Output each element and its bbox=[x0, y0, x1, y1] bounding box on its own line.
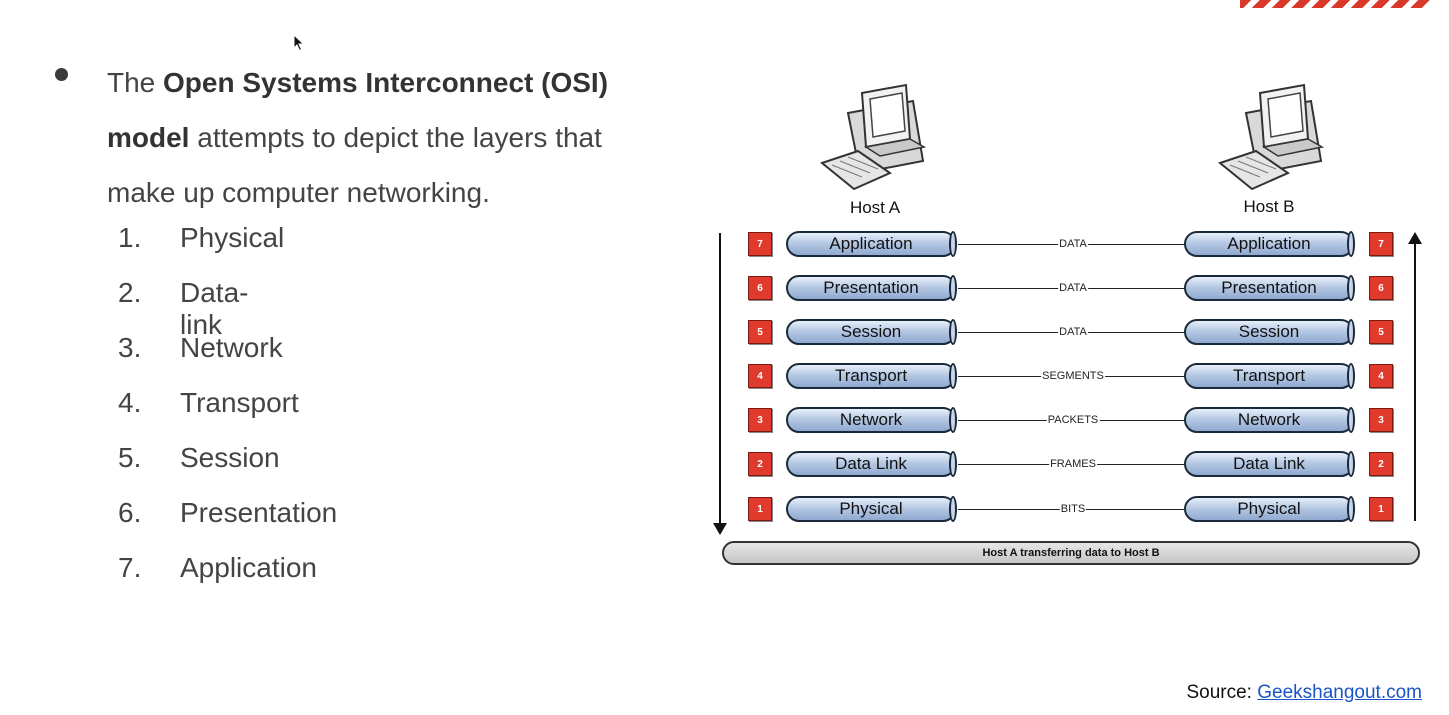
layer-badge-3-left: 3 bbox=[748, 408, 772, 432]
pdu-label: SEGMENTS bbox=[1041, 370, 1105, 382]
layer-badge-6-right: 6 bbox=[1369, 276, 1393, 300]
pdu-label: DATA bbox=[1058, 238, 1088, 250]
list-number: 2. bbox=[118, 277, 142, 308]
list-number: 7. bbox=[118, 552, 142, 583]
pdu-label: DATA bbox=[1058, 326, 1088, 338]
layer-badge-6-left: 6 bbox=[748, 276, 772, 300]
layer-badge-3-right: 3 bbox=[1369, 408, 1393, 432]
list-item-session: Session bbox=[180, 442, 280, 473]
layer-physical-host-b: Physical bbox=[1184, 496, 1355, 522]
layer-presentation-host-a: Presentation bbox=[786, 275, 957, 301]
layer-data-link-host-b: Data Link bbox=[1184, 451, 1355, 477]
intro-prefix: The bbox=[107, 67, 164, 98]
intro-bold: Open Systems Interconnect (OSI) model bbox=[107, 67, 609, 153]
layer-badge-5-left: 5 bbox=[748, 320, 772, 344]
layer-badge-7-left: 7 bbox=[748, 232, 772, 256]
pdu-label: DATA bbox=[1058, 282, 1088, 294]
list-item-physical: Physical bbox=[180, 222, 285, 253]
list-number: 6. bbox=[118, 497, 142, 528]
bullet-icon bbox=[55, 68, 68, 81]
layer-application-host-a: Application bbox=[786, 231, 957, 257]
layer-badge-4-right: 4 bbox=[1369, 364, 1393, 388]
upward-flow-line bbox=[1414, 243, 1416, 521]
list-number: 3. bbox=[118, 332, 142, 363]
layer-transport-host-a: Transport bbox=[786, 363, 957, 389]
layer-physical-host-a: Physical bbox=[786, 496, 957, 522]
list-number: 1. bbox=[118, 222, 142, 253]
list-item-application: Application bbox=[180, 552, 317, 583]
up-arrow-icon bbox=[1408, 232, 1422, 244]
mouse-cursor-icon bbox=[293, 34, 305, 52]
source-link[interactable]: Geekshangout.com bbox=[1257, 682, 1422, 703]
layer-badge-4-left: 4 bbox=[748, 364, 772, 388]
intro-paragraph: The Open Systems Interconnect (OSI) mode… bbox=[107, 55, 677, 220]
pdu-label: PACKETS bbox=[1046, 414, 1100, 426]
layer-data-link-host-a: Data Link bbox=[786, 451, 957, 477]
layer-badge-5-right: 5 bbox=[1369, 320, 1393, 344]
layer-session-host-a: Session bbox=[786, 319, 957, 345]
layer-network-host-a: Network bbox=[786, 407, 957, 433]
pdu-label: BITS bbox=[1059, 503, 1087, 515]
downward-flow-line bbox=[719, 233, 721, 529]
layer-badge-2-right: 2 bbox=[1369, 452, 1393, 476]
osi-diagram: Host A Host B 7 Application DATA Applica… bbox=[710, 75, 1435, 575]
down-arrow-icon bbox=[713, 523, 727, 535]
list-item-presentation: Presentation bbox=[180, 497, 338, 528]
layer-presentation-host-b: Presentation bbox=[1184, 275, 1355, 301]
list-number: 4. bbox=[118, 387, 142, 418]
layer-network-host-b: Network bbox=[1184, 407, 1355, 433]
header-accent-stripe bbox=[1240, 0, 1430, 8]
list-item-data-link: Data-link bbox=[180, 277, 249, 340]
transfer-base-bar: Host A transferring data to Host B bbox=[722, 541, 1420, 565]
layer-badge-1-right: 1 bbox=[1369, 497, 1393, 521]
host-b-label: Host B bbox=[1243, 197, 1295, 216]
pdu-label: FRAMES bbox=[1049, 458, 1097, 470]
list-item-transport: Transport bbox=[180, 387, 299, 418]
source-credit: Source: Geekshangout.com bbox=[1186, 682, 1422, 704]
host-a-label: Host A bbox=[849, 198, 901, 217]
layer-transport-host-b: Transport bbox=[1184, 363, 1355, 389]
intro-suffix: attempts to depict the layers that make … bbox=[107, 122, 602, 208]
list-number: 5. bbox=[118, 442, 142, 473]
layer-badge-2-left: 2 bbox=[748, 452, 772, 476]
layer-badge-7-right: 7 bbox=[1369, 232, 1393, 256]
layer-application-host-b: Application bbox=[1184, 231, 1355, 257]
layer-session-host-b: Session bbox=[1184, 319, 1355, 345]
computer-icon bbox=[819, 83, 927, 191]
list-item-network: Network bbox=[180, 332, 283, 363]
computer-icon bbox=[1217, 83, 1325, 191]
source-label: Source: bbox=[1186, 682, 1258, 703]
layer-badge-1-left: 1 bbox=[748, 497, 772, 521]
